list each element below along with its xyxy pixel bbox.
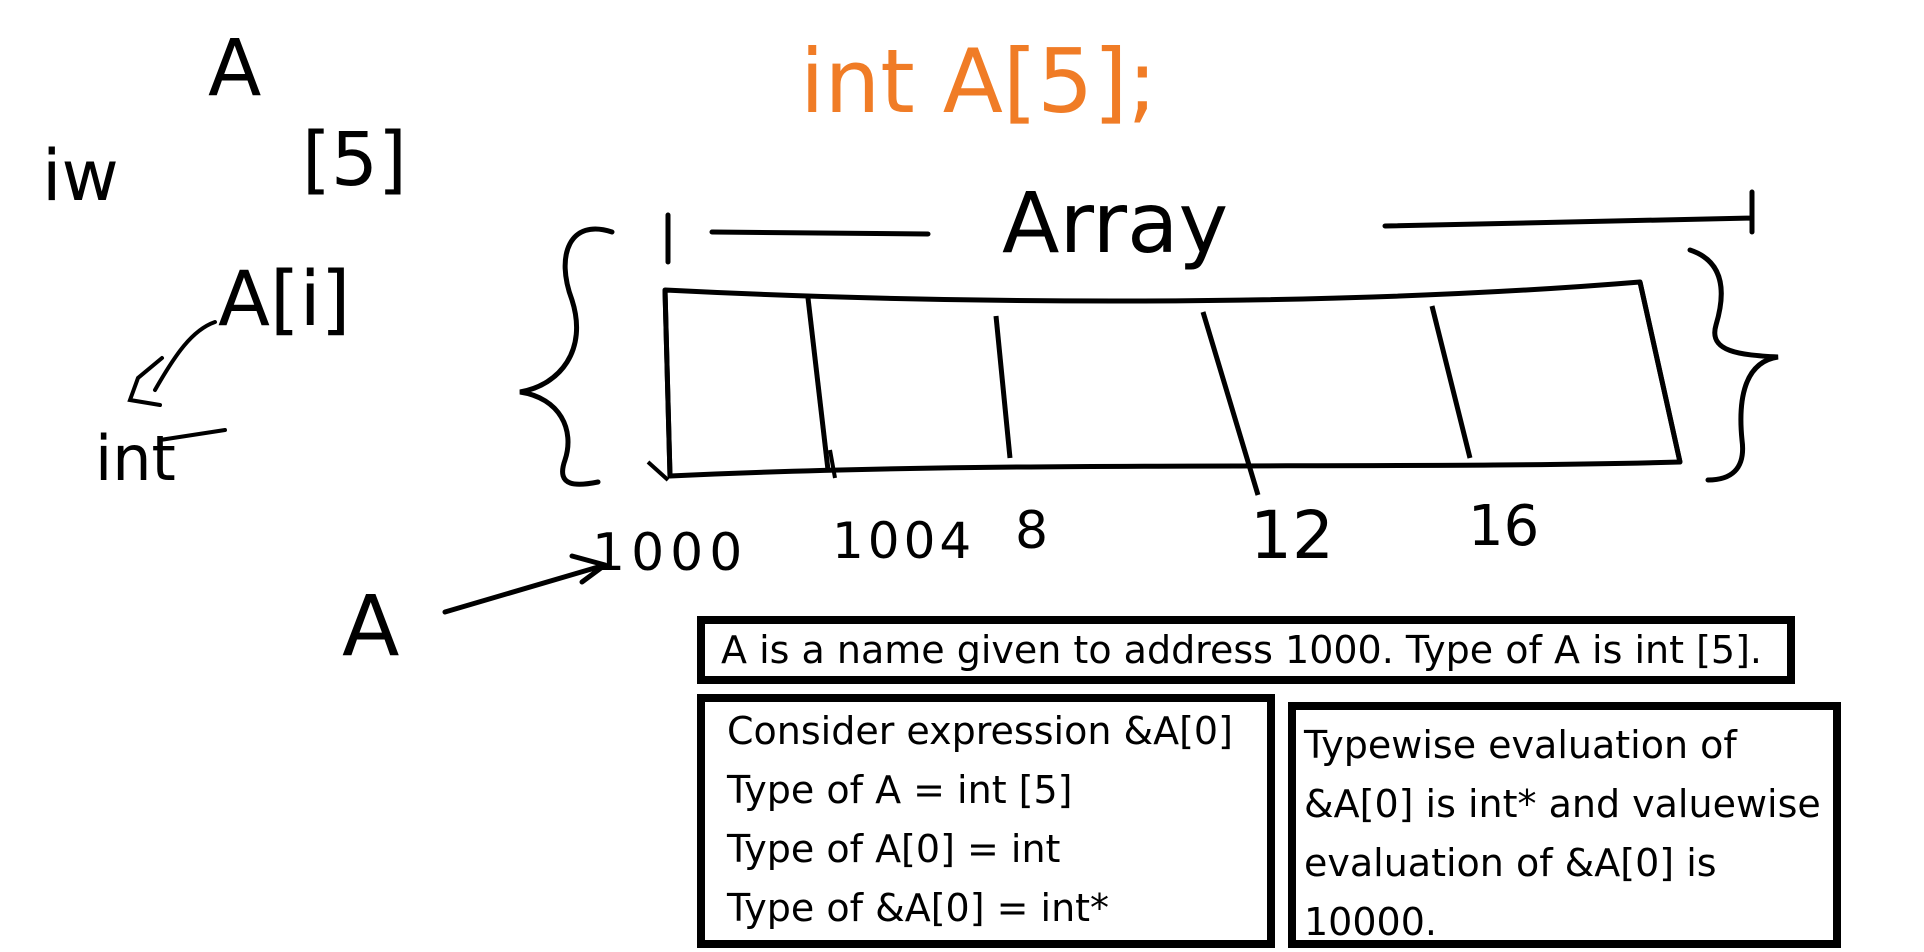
declaration: int A[5]; <box>800 30 1157 133</box>
cell-divider-0 <box>662 289 673 477</box>
note-main-text: A is a name given to address 1000. Type … <box>721 628 1762 672</box>
cell-ticks <box>646 449 837 482</box>
address-1004: 1004 <box>832 512 975 570</box>
note-right: Typewise evaluation of &A[0] is int* and… <box>1288 702 1841 948</box>
note-left-line-4: Type of &A[0] = int* <box>727 886 1110 930</box>
cell-divider-2 <box>993 315 1013 459</box>
pointer-arrow <box>442 553 608 615</box>
label-a-top: A <box>208 24 261 114</box>
address-8: 8 <box>1015 501 1048 561</box>
note-left-line-1: Consider expression &A[0] <box>727 709 1233 753</box>
note-right-line-1: Typewise evaluation of <box>1304 723 1737 767</box>
note-left-line-3: Type of A[0] = int <box>727 827 1061 871</box>
array-title: Array <box>1002 174 1228 272</box>
cell-divider-1 <box>805 297 831 471</box>
cell-divider-3 <box>1200 311 1261 496</box>
note-left: Consider expression &A[0] Type of A = in… <box>697 694 1275 948</box>
arrow-to-int <box>127 320 217 407</box>
left-brace <box>519 226 615 487</box>
array-span-line <box>665 189 1755 265</box>
label-int-left: iw <box>42 135 119 217</box>
label-size-left: [5] <box>302 117 407 203</box>
note-left-line-2: Type of A = int [5] <box>727 768 1073 812</box>
label-a-pointer: A <box>342 577 399 675</box>
cell-divider-4 <box>1429 305 1473 459</box>
address-12: 12 <box>1250 497 1334 574</box>
note-right-line-4: 10000. <box>1304 900 1437 944</box>
note-right-line-3: evaluation of &A[0] is <box>1304 841 1717 885</box>
cell-divider-5 <box>1637 281 1683 463</box>
label-int-under: int <box>95 422 176 495</box>
right-brace <box>1687 247 1779 483</box>
int-strike <box>158 428 227 442</box>
label-a-index: A[i] <box>218 254 350 343</box>
address-1000: 1000 <box>592 523 748 583</box>
note-right-line-2: &A[0] is int* and valuewise <box>1304 782 1821 826</box>
note-main: A is a name given to address 1000. Type … <box>697 616 1795 684</box>
address-16: 16 <box>1468 494 1539 559</box>
